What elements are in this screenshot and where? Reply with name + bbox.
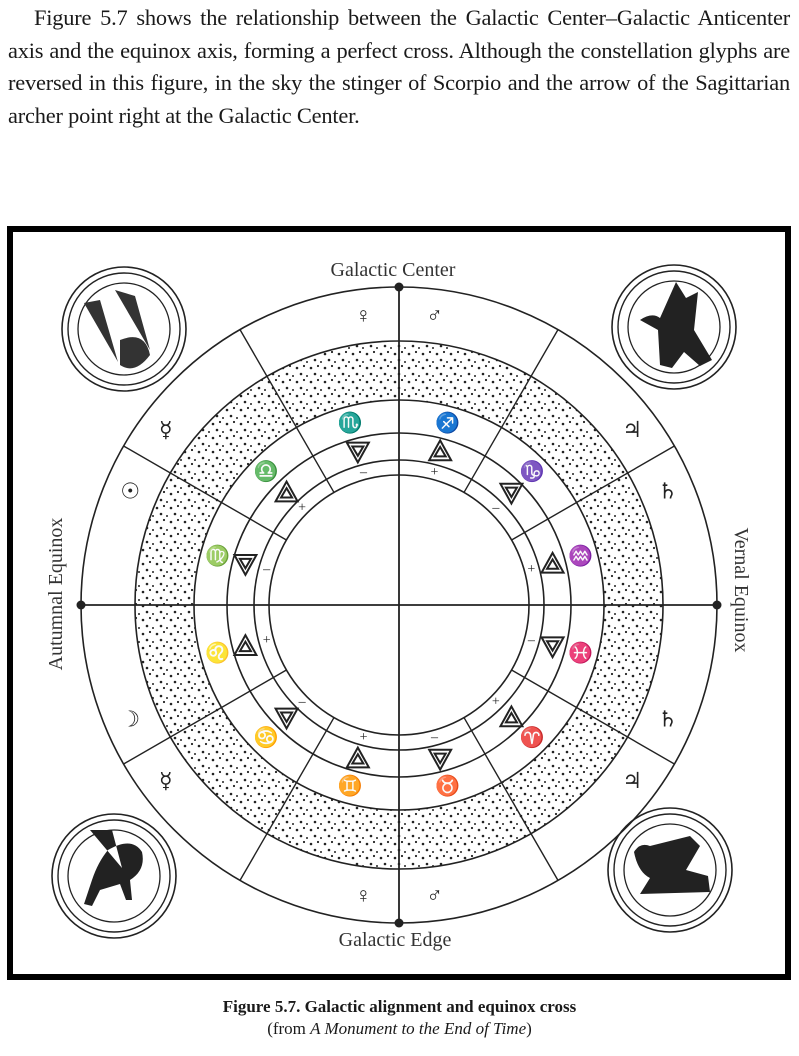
polarity-mark: +	[263, 633, 271, 648]
winged-lion-icon	[84, 830, 143, 906]
water-element-icon	[273, 707, 300, 731]
polarity-mark: –	[430, 730, 439, 745]
mars-planet-icon: ♂	[426, 303, 443, 328]
fire-element-icon	[232, 633, 259, 656]
label-galactic-center: Galactic Center	[331, 259, 456, 281]
polarity-mark: –	[298, 694, 307, 709]
figure-caption: Figure 5.7. Galactic alignment and equin…	[0, 996, 799, 1040]
saturn-planet-icon: ♄	[658, 707, 678, 732]
scorpio-sign-icon: ♏	[338, 410, 363, 434]
libra-sign-icon: ♎	[254, 459, 279, 483]
air-element-icon	[345, 745, 371, 769]
cancer-sign-icon: ♋	[254, 725, 279, 749]
sagittarius-sign-icon: ♐	[435, 410, 460, 434]
polarity-mark: +	[431, 465, 439, 480]
earth-element-icon	[427, 748, 453, 772]
polarity-mark: –	[527, 633, 536, 648]
air-element-icon	[273, 479, 300, 503]
venus-planet-icon: ♀	[355, 882, 372, 907]
body-paragraph: Figure 5.7 shows the relationship betwee…	[8, 5, 790, 128]
leo-sign-icon: ♌	[205, 641, 230, 665]
earth-element-icon	[232, 554, 259, 577]
aries-sign-icon: ♈	[519, 725, 544, 749]
winged-man-icon	[84, 290, 150, 369]
equinox-cross	[81, 287, 717, 923]
caption-title: Figure 5.7. Galactic alignment and equin…	[222, 997, 577, 1016]
winged-bull-icon	[634, 836, 710, 894]
mercury-planet-icon: ☿	[159, 768, 173, 793]
medallion-top-left	[61, 266, 187, 392]
virgo-sign-icon: ♍	[205, 543, 230, 567]
gemini-sign-icon: ♊	[338, 774, 363, 798]
polarity-mark: –	[359, 465, 368, 480]
jupiter-planet-icon: ♃	[622, 417, 642, 442]
capricorn-sign-icon: ♑	[519, 459, 544, 483]
aquarius-sign-icon: ♒	[568, 543, 593, 567]
air-element-icon	[539, 550, 566, 574]
label-vernal-equinox: Vernal Equinox	[730, 528, 752, 653]
taurus-sign-icon: ♉	[435, 774, 460, 798]
earth-element-icon	[498, 482, 525, 506]
pisces-sign-icon: ♓	[568, 641, 593, 665]
saturn-planet-icon: ♄	[658, 478, 678, 503]
sector-dividers	[123, 329, 675, 881]
water-element-icon	[345, 441, 371, 465]
label-galactic-edge: Galactic Edge	[339, 929, 452, 951]
sun-planet-icon: ☉	[120, 478, 140, 503]
caption-source-title: A Monument to the End of Time	[310, 1019, 527, 1038]
jupiter-planet-icon: ♃	[622, 768, 642, 793]
mercury-planet-icon: ☿	[159, 417, 173, 442]
polarity-mark: +	[298, 501, 306, 516]
caption-source: (from A Monument to the End of Time)	[267, 1019, 532, 1038]
mars-planet-icon: ♂	[426, 882, 443, 907]
label-autumnal-equinox: Autumnal Equinox	[45, 518, 67, 671]
medallion-top-right	[611, 264, 737, 390]
medallion-bottom-right	[607, 807, 733, 933]
moon-planet-icon: ☽	[120, 707, 140, 732]
polarity-mark: +	[527, 562, 535, 577]
eagle-icon	[640, 282, 712, 368]
water-element-icon	[539, 636, 566, 660]
medallion-bottom-left	[51, 813, 177, 939]
axis-endpoints	[76, 282, 722, 928]
polarity-mark: –	[262, 562, 271, 577]
polarity-mark: –	[491, 501, 500, 516]
polarity-mark: +	[492, 694, 500, 709]
venus-planet-icon: ♀	[355, 303, 372, 328]
figure-frame	[7, 226, 791, 980]
fire-element-icon	[498, 704, 525, 728]
polarity-mark: +	[360, 730, 368, 745]
fire-element-icon	[427, 438, 453, 462]
